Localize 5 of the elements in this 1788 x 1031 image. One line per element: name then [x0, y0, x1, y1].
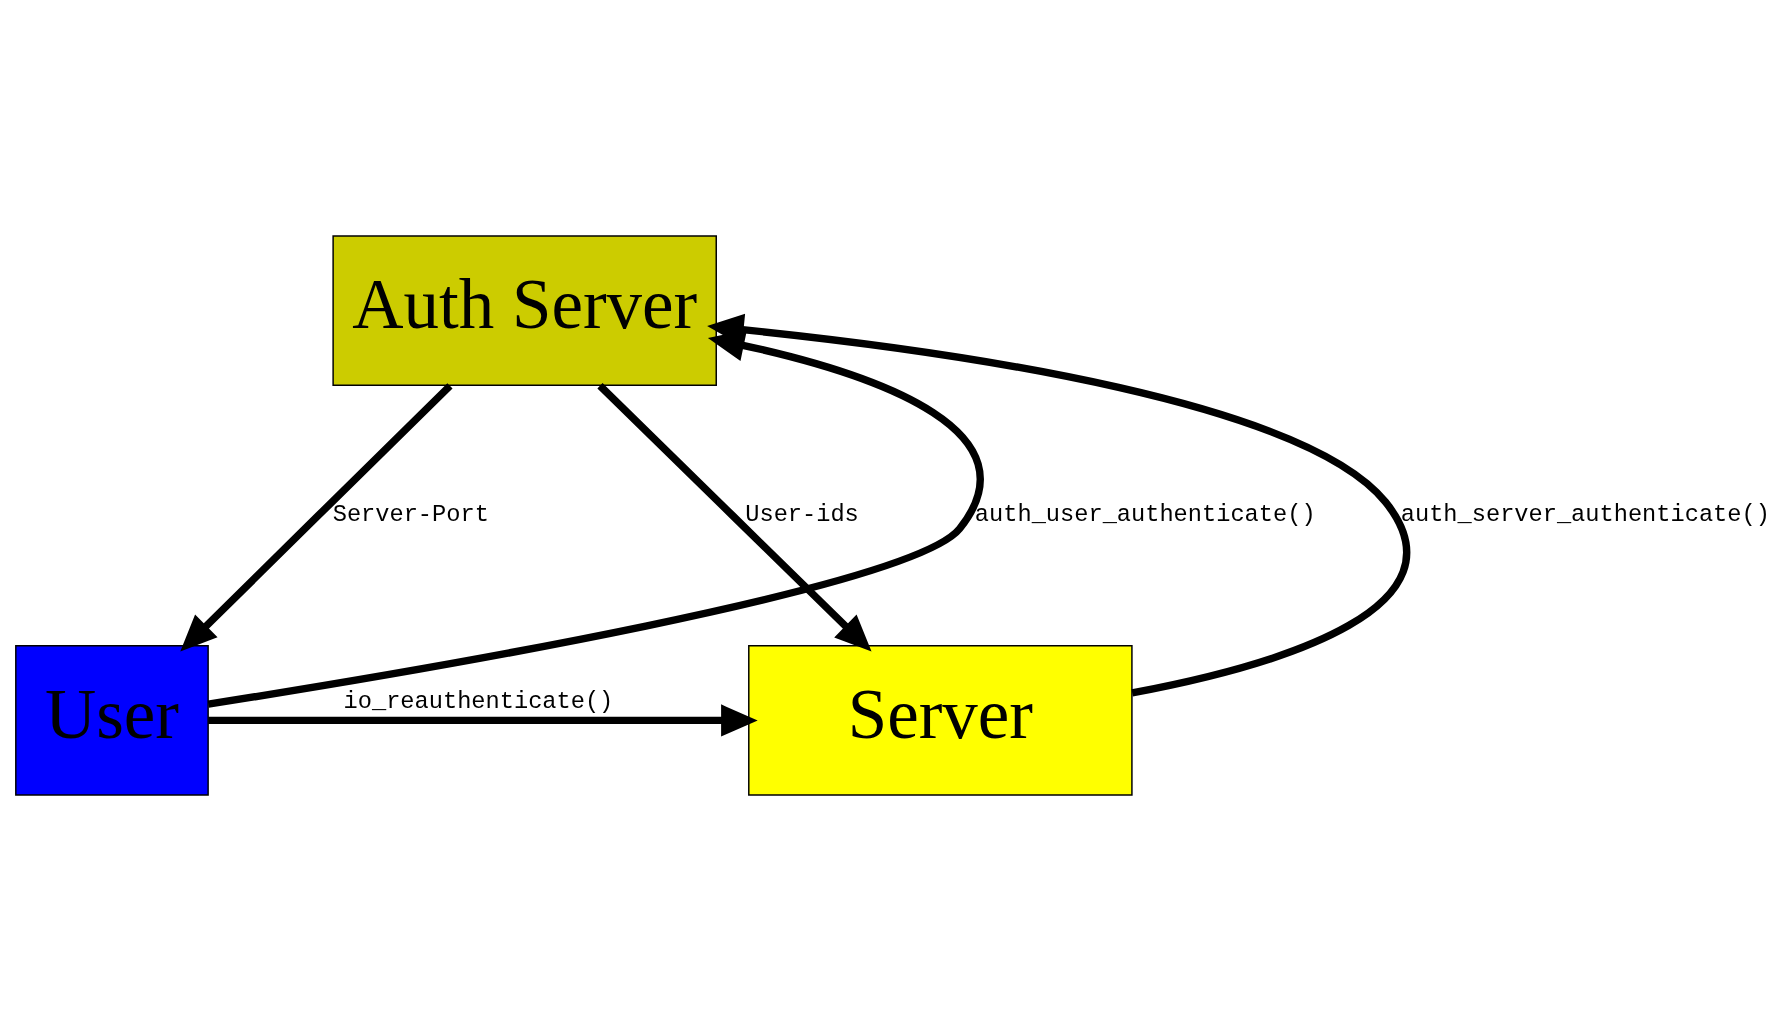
edge-label: User-ids: [744, 501, 859, 529]
edge-label: auth_user_authenticate(): [974, 501, 1316, 529]
edge-label: io_reauthenticate(): [343, 688, 613, 716]
edge-label: auth_server_authenticate(): [1400, 501, 1770, 529]
edge-label: Server-Port: [332, 501, 489, 529]
